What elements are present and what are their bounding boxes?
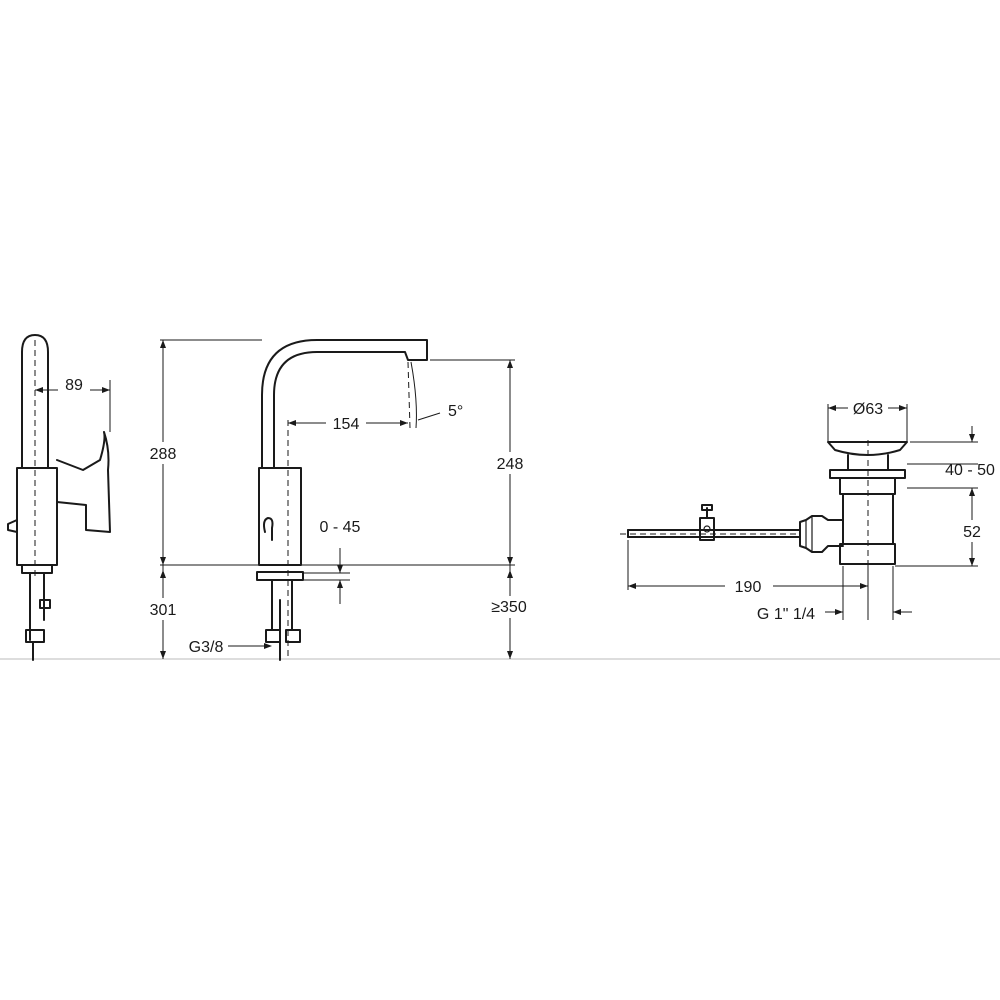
dim-248-arrow-top (507, 360, 513, 368)
dim-350-arrow-top (507, 570, 513, 578)
dim-190-arrow-l (628, 583, 636, 589)
side-hose-nut (25, 629, 45, 643)
side-base-plate (21, 564, 53, 574)
dim-190-arrow-r (860, 583, 868, 589)
drain-clamp-head (701, 504, 713, 511)
dim-045-arrow-bottom (337, 580, 343, 588)
side-handle-base (56, 501, 87, 506)
dim-154-mask (326, 413, 366, 433)
front-lever (263, 517, 274, 541)
dim-52-arrow-bottom (969, 558, 975, 566)
dim-deck-thickness-label: 0 - 45 (320, 519, 361, 536)
dim-rod-length-label: 190 (735, 579, 762, 596)
front-base-plate (256, 571, 304, 581)
front-jet-axis (407, 361, 411, 429)
side-handle (56, 431, 111, 533)
dim-connection-label: G3/8 (189, 639, 224, 656)
front-view: 288 301 154 5° 248 ≥350 (143, 339, 532, 661)
dim-89-arrow-right (102, 387, 110, 393)
drain-clamp-hole (703, 525, 711, 533)
dim-045-arrow-top (337, 565, 343, 573)
side-fixing-nut (39, 599, 51, 609)
dim-63-arrow-r (899, 405, 907, 411)
dim-350-arrow-bottom (507, 651, 513, 659)
dim-89-arrow-left (35, 387, 43, 393)
dim-154-arrow-right (400, 420, 408, 426)
dim-spout-reach-label: 154 (333, 416, 360, 433)
dim-248-mask (490, 452, 530, 474)
front-hose-nut-2 (285, 629, 301, 643)
dim-g114-arrow-l (835, 609, 843, 615)
dim-plug-range-label: 40 - 50 (945, 462, 995, 479)
dim-hose-min-label: ≥350 (491, 599, 527, 616)
dim-body-height-label: 52 (963, 524, 981, 541)
front-hose-nut-1 (265, 629, 281, 643)
drain-plug-cap (827, 441, 908, 456)
front-body (258, 467, 302, 566)
side-body (16, 467, 58, 566)
dim-350-mask (486, 596, 532, 618)
dim-154-arrow-left (288, 420, 296, 426)
dim-301-arrow-top (160, 570, 166, 578)
dim-63-mask (848, 398, 888, 418)
dim-g114-arrow-r (893, 609, 901, 615)
dim-288-mask (143, 442, 183, 464)
side-knob (7, 519, 18, 533)
side-spout-column (21, 334, 49, 469)
dim-288-arrow-bottom (160, 557, 166, 565)
dim-4050-arrow-top (969, 434, 975, 442)
dim-52-arrow-top (969, 488, 975, 496)
dim-spout-angle-label: 5° (448, 403, 463, 420)
drain-view: Ø63 40 - 50 52 190 G 1" 1/4 (620, 398, 995, 623)
drain-side-connector (799, 515, 844, 553)
front-spout (261, 339, 428, 469)
dim-total-height-label: 288 (150, 446, 177, 463)
dim-89-mask (58, 374, 90, 394)
dim-63-arrow-l (828, 405, 836, 411)
dim-spout-height-label: 248 (497, 456, 524, 473)
dim-diameter-label: Ø63 (853, 401, 883, 418)
dim-52-mask (955, 520, 991, 542)
dim-288-arrow-top (160, 340, 166, 348)
dim-301-mask (143, 598, 183, 620)
dim-handle-offset-label: 89 (65, 377, 83, 394)
front-jet-angle (410, 361, 417, 429)
dim-5deg-leader (417, 412, 441, 421)
dim-190-mask (725, 576, 773, 596)
dim-248-arrow-bottom (507, 557, 513, 565)
dim-301-arrow-bottom (160, 651, 166, 659)
side-view: 89 (7, 334, 111, 661)
dim-tail-length-label: 301 (150, 602, 177, 619)
dim-thread-label: G 1" 1/4 (757, 606, 815, 623)
dim-g38-arrow (264, 643, 272, 649)
